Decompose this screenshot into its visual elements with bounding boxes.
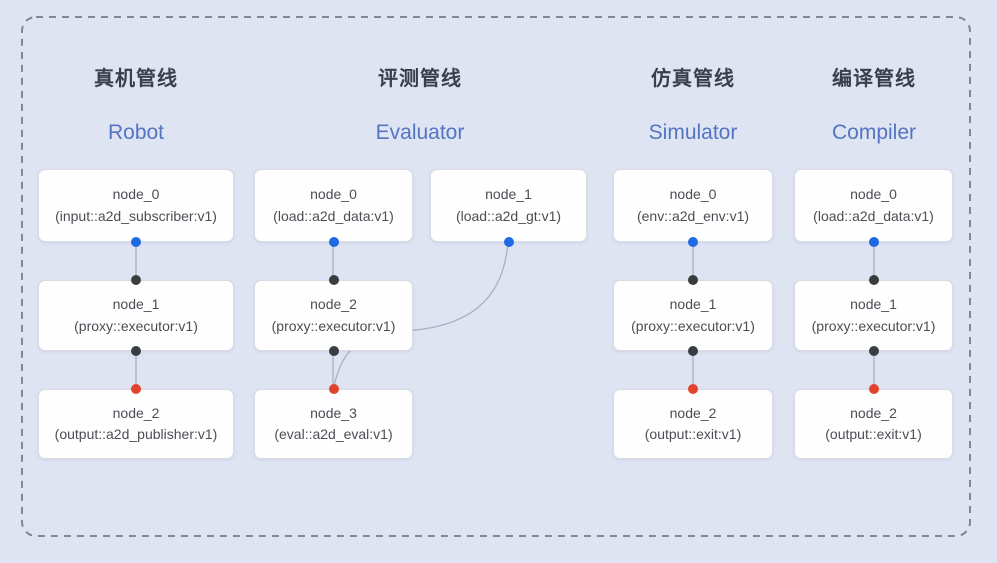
output-port-dot xyxy=(868,237,879,247)
node-card: node_1(load::a2d_gt:v1) xyxy=(430,169,587,242)
node-card: node_1(proxy::executor:v1) xyxy=(613,280,773,351)
node-type: (proxy::executor:v1) xyxy=(74,317,198,334)
node-type: (input::a2d_subscriber:v1) xyxy=(55,207,217,224)
node-card: node_0(load::a2d_data:v1) xyxy=(254,169,413,242)
node-type: (proxy::executor:v1) xyxy=(811,317,936,334)
node-type: (load::a2d_data:v1) xyxy=(813,207,934,224)
output-port-dot xyxy=(131,346,141,356)
node-type: (eval::a2d_eval:v1) xyxy=(274,426,393,442)
node-name: node_0 xyxy=(669,186,717,202)
output-port-dot xyxy=(328,237,339,247)
node-type: (output::exit:v1) xyxy=(644,426,742,442)
input-port-dot xyxy=(328,275,339,285)
node-card: node_0(env::a2d_env:v1) xyxy=(613,169,773,242)
node-type: (output::exit:v1) xyxy=(825,426,922,442)
input-port-dot xyxy=(868,275,879,285)
node-type: (env::a2d_env:v1) xyxy=(636,207,750,224)
node-card: node_2(proxy::executor:v1) xyxy=(254,280,413,351)
node-name: node_2 xyxy=(310,296,357,312)
node-name: node_2 xyxy=(669,404,717,421)
node-name: node_1 xyxy=(112,296,160,312)
node-name: node_1 xyxy=(850,296,897,312)
input-port-dot xyxy=(328,384,339,394)
node-type: (proxy::executor:v1) xyxy=(271,317,396,334)
pipeline-title-zh: 仿真管线 xyxy=(651,68,735,90)
node-card: node_2(output::a2d_publisher:v1) xyxy=(38,389,234,459)
node-name: node_1 xyxy=(669,296,717,312)
node-name: node_2 xyxy=(850,404,897,421)
node-card: node_2(output::exit:v1) xyxy=(794,389,953,459)
output-port-dot xyxy=(131,237,141,247)
node-type: (load::a2d_gt:v1) xyxy=(455,207,562,224)
node-name: node_0 xyxy=(850,186,897,202)
pipeline-title-en: Robot xyxy=(107,121,165,144)
node-name: node_0 xyxy=(310,186,357,202)
node-name: node_2 xyxy=(112,404,160,421)
node-name: node_3 xyxy=(310,404,357,421)
output-port-dot xyxy=(688,346,698,356)
output-port-dot xyxy=(688,237,698,247)
output-port-dot xyxy=(328,346,339,356)
pipeline-title-en: Simulator xyxy=(648,121,738,144)
node-type: (proxy::executor:v1) xyxy=(631,317,755,334)
input-port-dot xyxy=(131,384,141,394)
node-card: node_0(input::a2d_subscriber:v1) xyxy=(38,169,234,242)
node-card: node_2(output::exit:v1) xyxy=(613,389,773,459)
pipeline-title-zh: 真机管线 xyxy=(94,68,178,90)
node-name: node_0 xyxy=(112,186,160,202)
input-port-dot xyxy=(868,384,879,394)
output-port-dot xyxy=(868,346,879,356)
node-type: (load::a2d_data:v1) xyxy=(273,207,394,224)
node-card: node_1(proxy::executor:v1) xyxy=(794,280,953,351)
output-port-dot xyxy=(503,237,514,247)
node-card: node_3(eval::a2d_eval:v1) xyxy=(254,389,413,459)
pipeline-title-en: Compiler xyxy=(831,121,917,144)
node-type: (output::a2d_publisher:v1) xyxy=(54,426,218,442)
pipeline-title-zh: 编译管线 xyxy=(832,68,916,90)
pipeline-title-en: Evaluator xyxy=(375,121,465,144)
node-card: node_1(proxy::executor:v1) xyxy=(38,280,234,351)
node-card: node_0(load::a2d_data:v1) xyxy=(794,169,953,242)
input-port-dot xyxy=(131,275,141,285)
dashed-frame xyxy=(21,16,971,537)
input-port-dot xyxy=(688,384,698,394)
pipeline-title-zh: 评测管线 xyxy=(378,68,462,90)
input-port-dot xyxy=(688,275,698,285)
node-name: node_1 xyxy=(485,186,532,202)
